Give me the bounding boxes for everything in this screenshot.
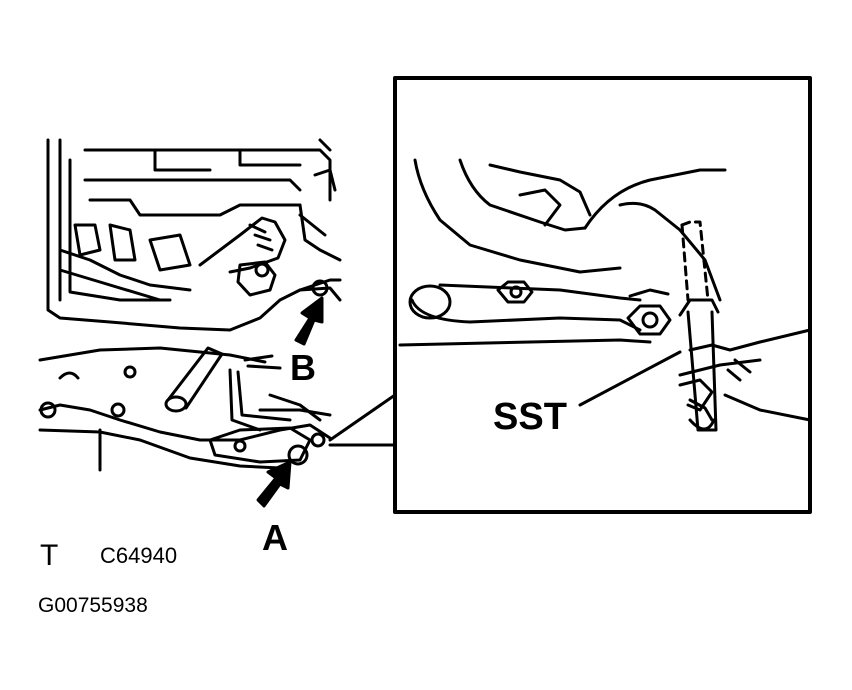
underbody-view [38, 138, 397, 508]
label-b: B [290, 347, 316, 388]
figure-id: G00755938 [38, 594, 148, 617]
label-sst: SST [493, 396, 567, 438]
reference-code: C64940 [100, 543, 178, 568]
label-a: A [262, 517, 288, 558]
torque-mark: T [40, 539, 59, 572]
detail-inset [393, 76, 812, 514]
